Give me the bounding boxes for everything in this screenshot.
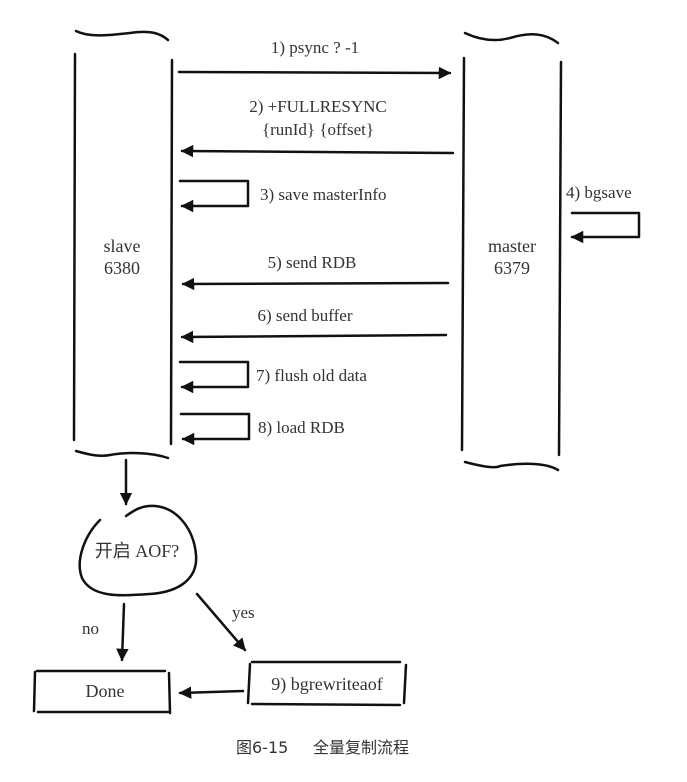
caption-title: 全量复制流程 [313, 738, 409, 757]
step-3: 3) save masterInfo [178, 179, 387, 213]
step-4-label: 4) bgsave [566, 183, 632, 202]
yes-branch-label: yes [232, 603, 255, 622]
master-node: master 6379 [460, 31, 563, 472]
step-1-arrow [177, 66, 452, 80]
step-1: 1) psync ? -1 [177, 38, 452, 80]
master-right-border [557, 60, 563, 457]
step-5-arrow [181, 277, 450, 291]
master-port: 6379 [494, 258, 530, 278]
slave-top-wave [74, 29, 170, 42]
decision-label: 开启 AOF? [95, 541, 180, 561]
bgrewriteaof-to-done-arrow [178, 686, 245, 699]
step-2-label-line2: {runId} {offset} [262, 120, 374, 139]
no-branch-arrow [116, 602, 129, 662]
slave-node: slave 6380 [72, 29, 174, 460]
step-2: 2) +FULLRESYNC {runId} {offset} [180, 97, 455, 158]
step-5-label: 5) send RDB [268, 253, 357, 272]
master-left-border [460, 56, 466, 452]
step-6-label: 6) send buffer [257, 306, 352, 325]
step-6-arrow [180, 330, 448, 344]
yes-branch: yes [195, 592, 255, 652]
bgrewriteaof-label: 9) bgrewriteaof [271, 674, 382, 695]
yes-branch-arrow [195, 592, 247, 652]
slave-bottom-wave [74, 449, 170, 460]
master-top-wave [463, 31, 560, 45]
slave-name: slave [104, 236, 141, 256]
no-branch: no [82, 602, 129, 662]
step-7-label: 7) flush old data [256, 366, 367, 385]
decision-blob-shape [78, 504, 198, 597]
step-3-label: 3) save masterInfo [260, 185, 387, 204]
slave-port: 6380 [104, 258, 140, 278]
step-8: 8) load RDB [179, 412, 345, 446]
bgrewriteaof-node: 9) bgrewriteaof [246, 660, 408, 707]
caption-figure-number: 图6-15 [236, 738, 288, 757]
step-2-arrow [180, 144, 455, 158]
slave-left-border [72, 52, 77, 442]
no-branch-label: no [82, 619, 99, 638]
master-name: master [488, 236, 536, 256]
done-node: Done [32, 669, 172, 715]
step-8-loop-arrow [179, 412, 251, 446]
step-3-loop-arrow [178, 179, 250, 213]
done-label: Done [86, 681, 125, 701]
step-6: 6) send buffer [180, 306, 448, 344]
step-7-loop-arrow [178, 360, 250, 394]
master-bottom-wave [463, 460, 560, 472]
step-1-label: 1) psync ? -1 [271, 38, 359, 57]
step-4: 4) bgsave [566, 183, 641, 244]
step-7: 7) flush old data [178, 360, 367, 394]
slave-right-border [169, 58, 174, 446]
aof-decision-node: 开启 AOF? [78, 504, 198, 597]
figure-caption: 图6-15 全量复制流程 [236, 738, 409, 757]
step-2-label: 2) +FULLRESYNC [249, 97, 387, 116]
step-8-label: 8) load RDB [258, 418, 345, 437]
step-5: 5) send RDB [181, 253, 450, 291]
step-4-loop-arrow [570, 211, 641, 244]
